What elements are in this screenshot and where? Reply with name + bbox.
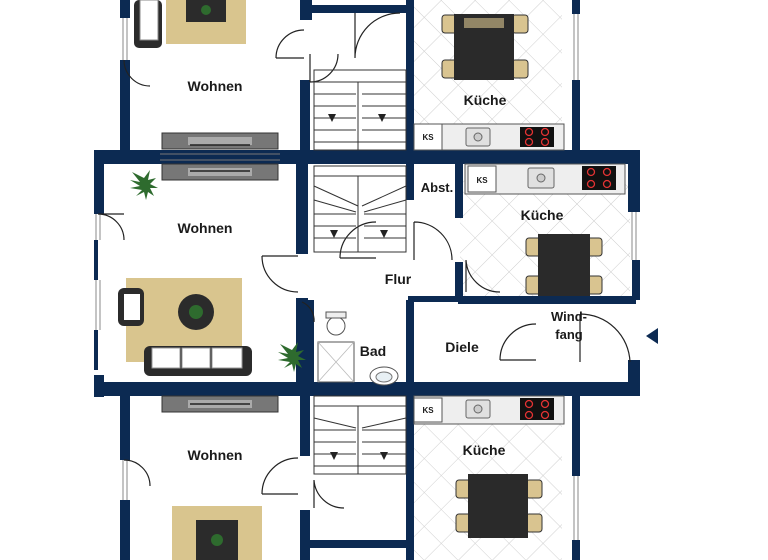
- room-label-bad: Bad: [360, 343, 386, 359]
- room-label-diele: Diele: [445, 339, 479, 355]
- fridge-label-top: KS: [422, 133, 434, 142]
- stair-arrows: [328, 114, 388, 460]
- kitchen-mid-counter: [464, 163, 626, 195]
- dining-top: [441, 14, 529, 80]
- entrance-arrow-icon: [646, 328, 658, 344]
- fridge-label-bot: KS: [422, 406, 434, 415]
- fridge-label-mid: KS: [476, 176, 488, 185]
- room-label-wohnen-mid: Wohnen: [178, 220, 233, 236]
- room-label-abst: Abst.: [421, 180, 454, 195]
- room-label-kueche-top: Küche: [464, 92, 507, 108]
- living-top-furniture: [134, 0, 279, 150]
- windows: [95, 14, 637, 540]
- plants: [130, 170, 306, 372]
- living-bot-furniture: [161, 395, 279, 560]
- room-label-flur: Flur: [385, 271, 412, 287]
- room-label-windfang-line2: fang: [555, 327, 583, 342]
- kitchen-top-counter: [413, 123, 565, 151]
- dining-mid: [525, 234, 603, 296]
- room-label-windfang-line1: Wind-: [551, 309, 587, 324]
- dining-bot: [455, 474, 543, 538]
- living-mid-furniture: [118, 163, 279, 376]
- kitchen-bot-counter: [413, 395, 565, 425]
- stairs: [313, 69, 407, 475]
- room-label-kueche-mid: Küche: [521, 207, 564, 223]
- doors: [97, 12, 631, 509]
- room-label-wohnen-bot: Wohnen: [188, 447, 243, 463]
- room-label-kueche-bot: Küche: [463, 442, 506, 458]
- bathroom-fixtures: [317, 311, 399, 386]
- room-label-wohnen-top: Wohnen: [188, 78, 243, 94]
